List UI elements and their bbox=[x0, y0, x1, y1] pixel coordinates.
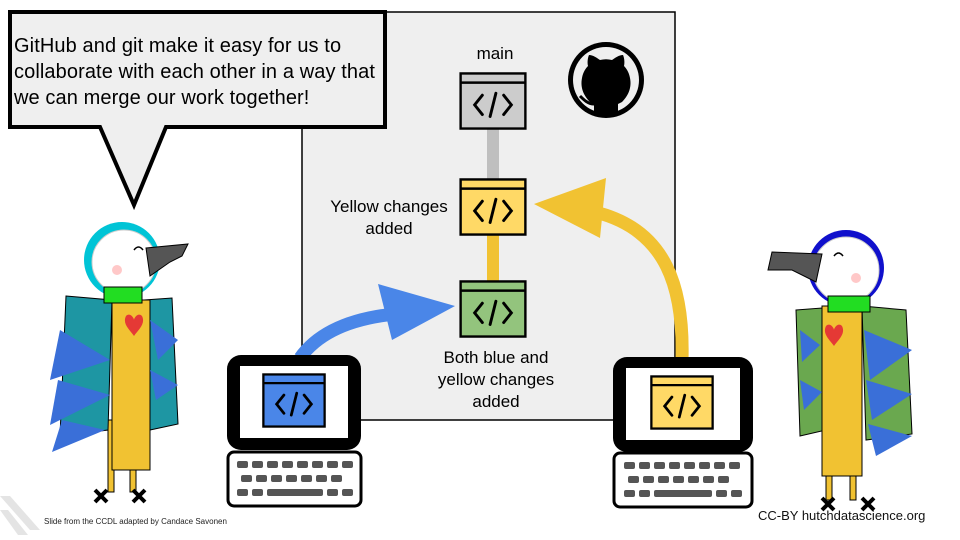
watermark-shape bbox=[0, 496, 40, 535]
parrot-character-left bbox=[50, 222, 189, 504]
credit-left: Slide from the CCDL adapted by Candace S… bbox=[44, 517, 227, 526]
yellow-arrow bbox=[593, 205, 689, 361]
parrot-character-right bbox=[767, 230, 913, 512]
speech-bubble bbox=[8, 10, 387, 211]
blue-arrowhead bbox=[378, 284, 455, 340]
yellow-arrowhead bbox=[534, 178, 606, 238]
label-yellow-changes: Yellow changes added bbox=[330, 197, 448, 238]
label-main: main bbox=[476, 44, 514, 63]
merged-code-icon bbox=[459, 280, 527, 338]
github-icon bbox=[568, 42, 644, 118]
speech-text: GitHub and git make it easy for us to co… bbox=[14, 35, 375, 109]
laptop-icon-right bbox=[612, 357, 754, 509]
yellow-code-icon bbox=[459, 178, 527, 236]
credit-right: CC-BY hutchdatascience.org bbox=[758, 508, 926, 523]
blue-arrow bbox=[294, 307, 396, 362]
label-merged-changes: Both blue and yellow changes added bbox=[437, 348, 555, 411]
connector-yellow bbox=[487, 234, 499, 282]
main-code-icon bbox=[459, 72, 527, 130]
connector-gray bbox=[487, 128, 499, 180]
laptop-icon-left bbox=[226, 355, 363, 508]
